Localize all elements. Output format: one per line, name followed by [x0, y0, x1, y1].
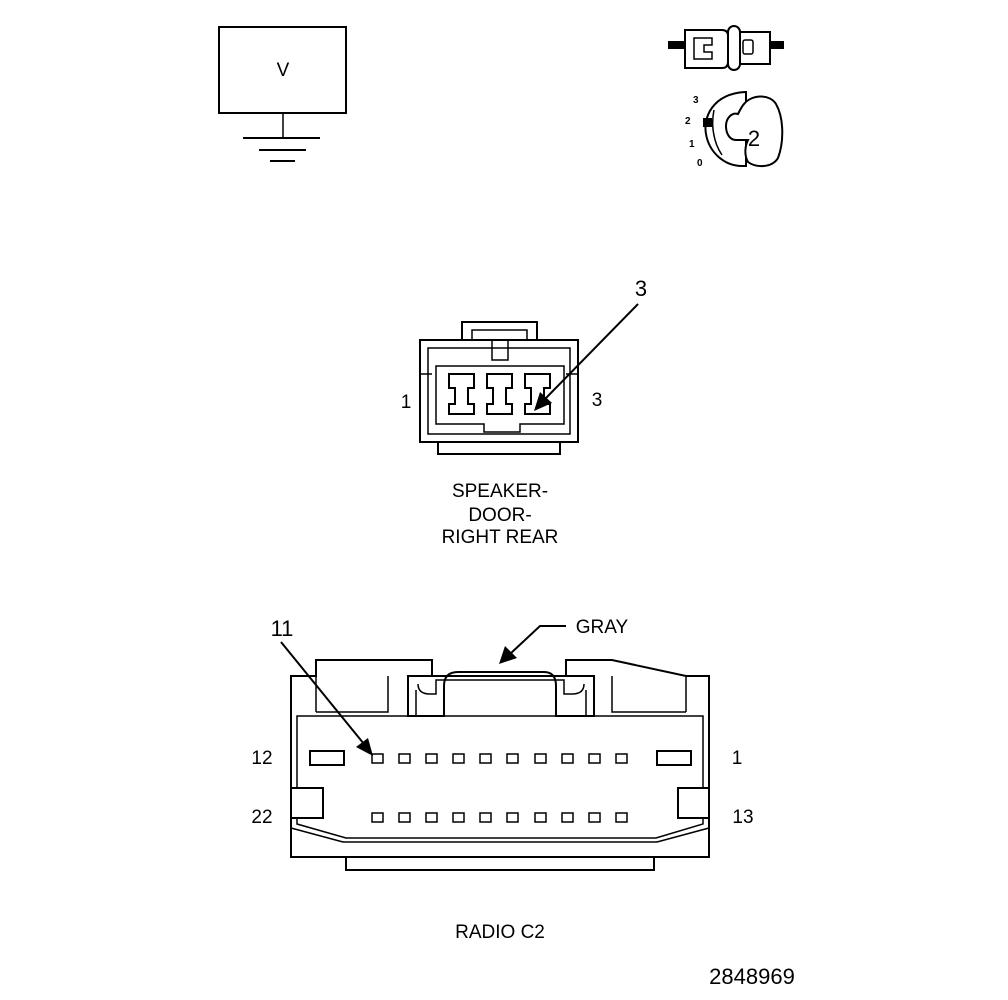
radio-pin-cavity — [425, 812, 438, 823]
radio-pin-cavity — [371, 812, 384, 823]
radio-pin-label-top-left: 12 — [251, 748, 272, 769]
radio-pin-cavity — [588, 753, 601, 764]
radio-pin-cavity — [506, 812, 519, 823]
figure-id: 2848969 — [709, 964, 795, 989]
ignition-position-label: 3 — [693, 95, 699, 106]
radio-latch — [407, 671, 595, 717]
connector-pair-icon — [668, 25, 784, 71]
radio-color-leader — [509, 625, 566, 655]
radio-pin-cavity — [588, 812, 601, 823]
speaker-caption-line: DOOR- — [468, 505, 531, 526]
ignition-switch-icon: 3 2 1 0 2 — [685, 91, 784, 169]
radio-key — [656, 750, 692, 766]
radio-pin-label-bottom-right: 13 — [732, 807, 753, 828]
speaker-pin-label-right: 3 — [592, 390, 603, 411]
radio-connector: 12 1 22 13 11 GRAY RADIO C2 — [251, 616, 753, 943]
speaker-terminal — [486, 373, 513, 415]
radio-pin-row-top — [371, 753, 628, 764]
radio-pin-cavity — [561, 812, 574, 823]
radio-key — [309, 750, 345, 766]
radio-pin-cavity — [615, 812, 628, 823]
radio-pin-label-bottom-left: 22 — [251, 807, 272, 828]
radio-key — [290, 787, 324, 819]
ignition-setting: 2 — [748, 126, 760, 151]
speaker-caption-line: RIGHT REAR — [442, 527, 559, 548]
arrowhead-icon — [534, 392, 552, 411]
voltmeter: V — [218, 26, 347, 162]
radio-pin-cavity — [615, 753, 628, 764]
speaker-terminal — [448, 373, 475, 415]
radio-pin-cavity — [452, 753, 465, 764]
radio-pin-cavity — [561, 753, 574, 764]
radio-pin-cavity — [398, 753, 411, 764]
radio-caption: RADIO C2 — [455, 922, 545, 943]
ignition-position-label: 0 — [697, 158, 703, 169]
radio-key — [677, 787, 710, 819]
speaker-callout-arrow — [545, 303, 639, 399]
radio-pin-cavity — [479, 753, 492, 764]
radio-connector-body — [290, 659, 710, 858]
radio-pin-label-top-right: 1 — [732, 748, 743, 769]
speaker-callout-number: 3 — [635, 276, 647, 301]
radio-pin-cavity — [452, 812, 465, 823]
radio-callout-arrow — [280, 641, 365, 745]
arrowhead-icon — [356, 738, 373, 756]
radio-pin-cavity — [425, 753, 438, 764]
radio-pin-cavity — [371, 753, 384, 764]
radio-pin-cavity — [534, 753, 547, 764]
radio-pin-row-bottom — [371, 812, 628, 823]
radio-pin-cavity — [398, 812, 411, 823]
ignition-position-label: 2 — [685, 116, 691, 127]
arrowhead-icon — [499, 646, 517, 664]
radio-pin-cavity — [534, 812, 547, 823]
speaker-pin-label-left: 1 — [401, 392, 412, 413]
speaker-caption-line: SPEAKER- — [452, 481, 548, 502]
voltmeter-symbol: V — [277, 60, 290, 81]
speaker-latch — [461, 321, 538, 341]
speaker-connector: 1 3 3 SPEAKER- DOOR- RIGHT REAR — [401, 276, 647, 548]
radio-color-label: GRAY — [576, 617, 629, 638]
radio-pin-cavity — [479, 812, 492, 823]
radio-pin-cavity — [506, 753, 519, 764]
ground-icon — [243, 137, 320, 162]
ignition-position-label: 1 — [689, 139, 695, 150]
radio-callout-number: 11 — [271, 616, 294, 641]
